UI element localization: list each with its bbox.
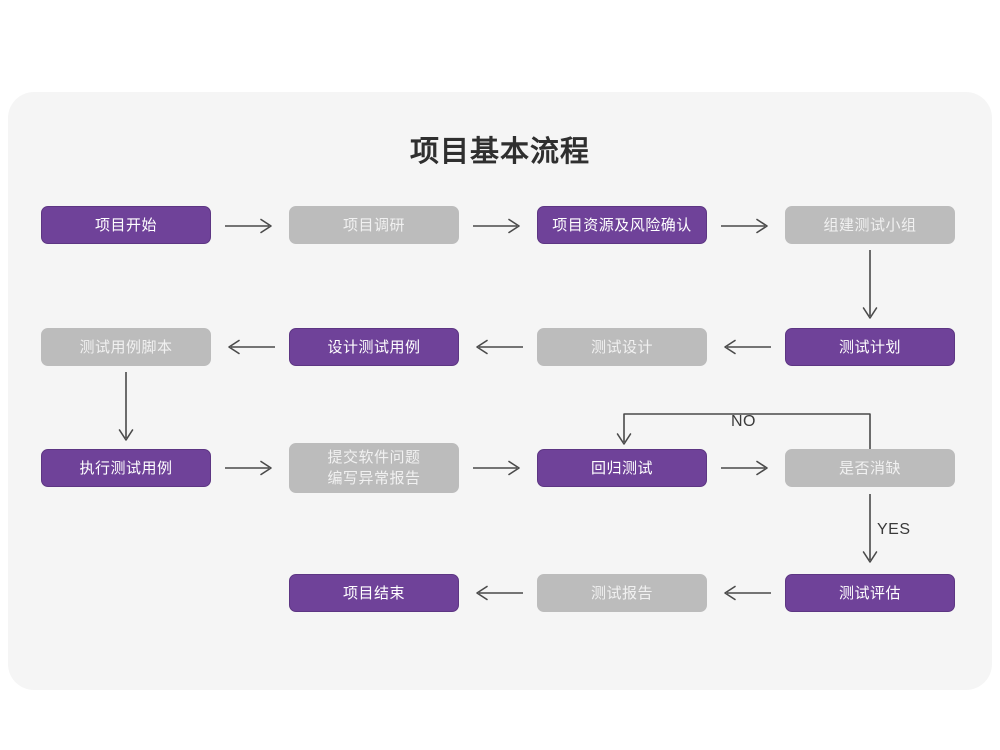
node-test-design[interactable]: 测试设计 bbox=[537, 328, 707, 366]
node-test-plan[interactable]: 测试计划 bbox=[785, 328, 955, 366]
edge-label-yes: YES bbox=[877, 521, 911, 538]
node-resource-risk-confirm[interactable]: 项目资源及风险确认 bbox=[537, 206, 707, 244]
node-execute-test-case[interactable]: 执行测试用例 bbox=[41, 449, 211, 487]
node-submit-issue-report[interactable]: 提交软件问题 编写异常报告 bbox=[289, 443, 459, 493]
edge-label-no: NO bbox=[731, 413, 756, 430]
node-project-start[interactable]: 项目开始 bbox=[41, 206, 211, 244]
page-title: 项目基本流程 bbox=[409, 136, 590, 168]
node-project-end[interactable]: 项目结束 bbox=[289, 574, 459, 612]
node-design-test-case[interactable]: 设计测试用例 bbox=[289, 328, 459, 366]
node-project-research[interactable]: 项目调研 bbox=[289, 206, 459, 244]
node-test-report[interactable]: 测试报告 bbox=[537, 574, 707, 612]
node-build-test-team[interactable]: 组建测试小组 bbox=[785, 206, 955, 244]
node-defect-resolved[interactable]: 是否消缺 bbox=[785, 449, 955, 487]
node-test-evaluation[interactable]: 测试评估 bbox=[785, 574, 955, 612]
node-test-case-script[interactable]: 测试用例脚本 bbox=[41, 328, 211, 366]
node-regression-test[interactable]: 回归测试 bbox=[537, 449, 707, 487]
